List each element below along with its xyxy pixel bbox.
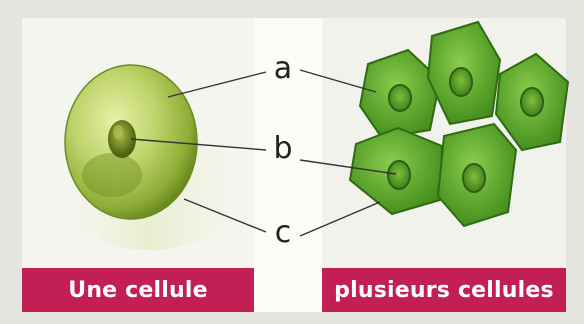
label-c: c [268, 214, 298, 250]
caption-single-cell: Une cellule [22, 268, 254, 312]
caption-multiple-cells: plusieurs cellules [322, 268, 566, 312]
label-a: a [268, 50, 298, 86]
label-b: b [268, 130, 298, 166]
single-cell-illustration [65, 65, 197, 219]
